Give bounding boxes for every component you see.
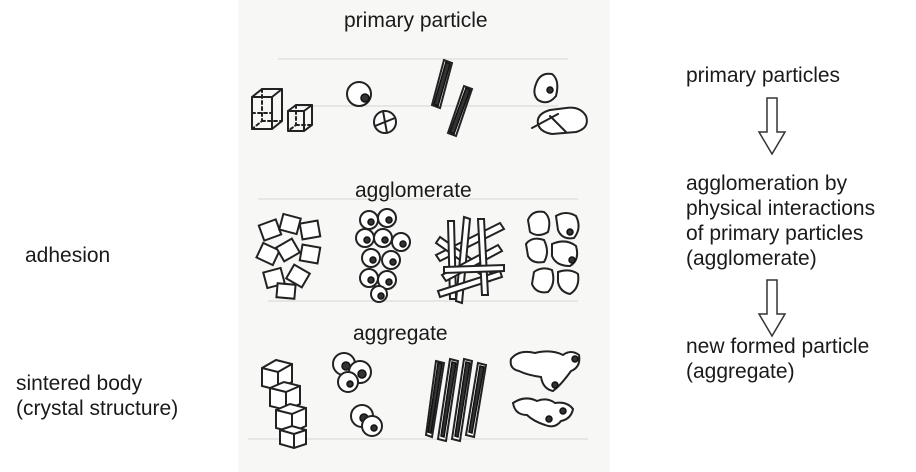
primary-particle-label: primary particle (344, 8, 488, 33)
rod-aggregate-icon (428, 355, 488, 445)
adhesion-label: adhesion (25, 243, 110, 268)
rod-agglomerate-icon (434, 215, 506, 305)
irregular-agglomerate-icon (522, 208, 584, 296)
cube-agglomerate-icon (255, 212, 330, 304)
flow-agglomeration-line2: physical interactions (686, 196, 875, 221)
crystal-structure-label: (crystal structure) (16, 396, 178, 421)
agglomerate-label: agglomerate (355, 178, 472, 203)
down-arrow-icon (757, 278, 787, 338)
sphere-particles-icon (343, 80, 408, 138)
sphere-aggregate-icon (330, 350, 386, 440)
sphere-agglomerate-icon (355, 208, 415, 304)
flow-aggregate-line2: (aggregate) (686, 359, 795, 384)
down-arrow-icon (757, 96, 787, 156)
flow-agglomeration-line3: of primary particles (686, 221, 863, 246)
aggregate-label: aggregate (353, 321, 448, 346)
flow-primary-particles: primary particles (686, 63, 840, 88)
scan-artifact (278, 58, 568, 60)
cube-particles-icon (250, 85, 318, 135)
flow-agglomeration-line4: (agglomerate) (686, 246, 817, 271)
irregular-particles-icon (528, 70, 594, 140)
irregular-aggregate-icon (505, 345, 585, 431)
scan-artifact (298, 105, 558, 107)
rod-particles-icon (430, 58, 476, 138)
sintered-body-label: sintered body (16, 371, 142, 396)
cube-aggregate-icon (258, 354, 314, 448)
flow-agglomeration-line1: agglomeration by (686, 171, 847, 196)
